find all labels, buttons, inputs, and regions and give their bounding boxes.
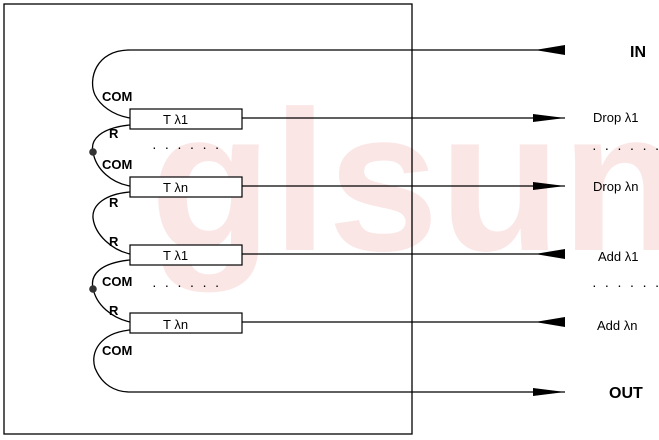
filter-3-box (129, 244, 243, 266)
port-in-label: IN (630, 44, 646, 61)
filter-dots-top: · · · · · · (152, 139, 221, 155)
port-add-dots: · · · · · · (592, 277, 659, 293)
port-drop-dots: · · · · · · (592, 140, 659, 156)
filter-3-label: T λ1 (163, 248, 188, 263)
filter-4-box (129, 312, 243, 334)
port-add-n-label: Add λn (597, 318, 637, 333)
junction-dot-2 (89, 285, 97, 293)
filter-1-label: T λ1 (163, 112, 188, 127)
com-label-1: COM (102, 89, 132, 104)
r-loop-2 (92, 191, 131, 255)
filter-4-label: T λn (163, 317, 188, 332)
filter-1-box (129, 108, 243, 130)
com-label-2: COM (102, 157, 132, 172)
module-frame (3, 3, 413, 435)
port-drop-1-label: Drop λ1 (593, 110, 639, 125)
filter-dots-bottom: · · · · · · (152, 277, 221, 293)
port-drop-n-label: Drop λn (593, 179, 639, 194)
com-loop-1 (91, 49, 131, 119)
r-label-4: R (109, 303, 119, 318)
add-1-arrow-icon (535, 249, 565, 259)
filter-2-label: T λn (163, 180, 188, 195)
com-label-3: COM (102, 274, 132, 289)
com-loop-out (93, 329, 131, 393)
add-n-arrow-icon (535, 317, 565, 327)
filter-2-box (129, 176, 243, 198)
r-label-2: R (109, 195, 119, 210)
r-label-3: R (109, 234, 119, 249)
r-label-1: R (109, 126, 119, 141)
com-label-4: COM (102, 343, 132, 358)
port-add-1-label: Add λ1 (598, 249, 638, 264)
junction-dot-1 (89, 148, 97, 156)
in-arrow-icon (535, 45, 565, 55)
port-out-label: OUT (609, 385, 643, 402)
